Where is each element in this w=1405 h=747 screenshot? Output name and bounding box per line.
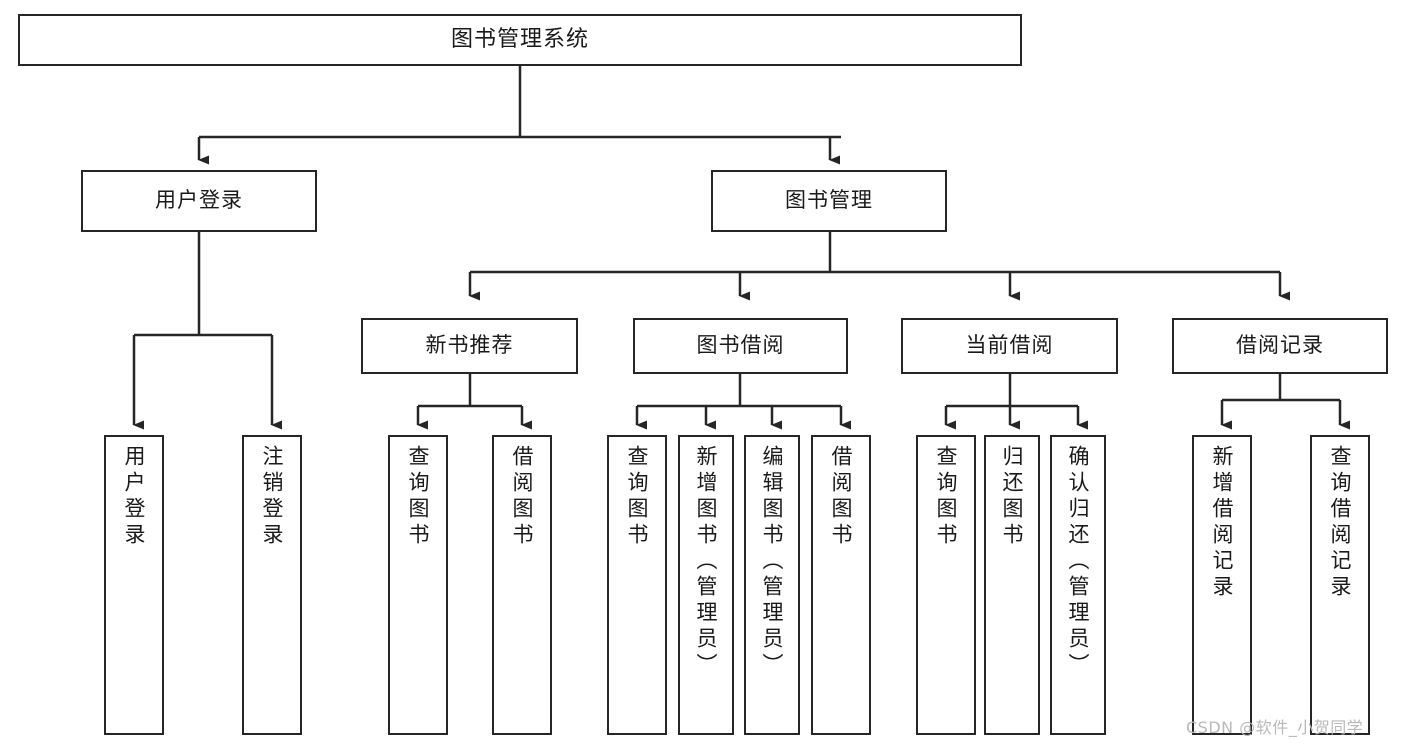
node-label: 归还图书 <box>1000 445 1025 549</box>
leaf-borrow-record-add-record[interactable]: 新增借阅记录 <box>1192 435 1252 735</box>
node-borrow-record[interactable]: 借阅记录 <box>1172 318 1388 374</box>
node-label: 图书管理系统 <box>450 26 589 52</box>
node-label: 用户登录 <box>155 188 243 213</box>
node-label: 新增图书（管理员） <box>694 445 719 679</box>
leaf-current-borrow-query-books[interactable]: 查询图书 <box>916 435 976 735</box>
node-current-borrow[interactable]: 当前借阅 <box>901 318 1118 374</box>
node-label: 编辑图书（管理员） <box>760 445 785 679</box>
leaf-current-borrow-return-books[interactable]: 归还图书 <box>984 435 1040 735</box>
node-label: 注销登录 <box>260 445 285 549</box>
node-label: 查询图书 <box>934 445 959 549</box>
node-label: 借阅记录 <box>1236 333 1324 358</box>
node-label: 新书推荐 <box>425 333 514 358</box>
leaf-book-borrow-edit-book-admin[interactable]: 编辑图书（管理员） <box>744 435 800 735</box>
leaf-book-borrow-borrow-books[interactable]: 借阅图书 <box>811 435 871 735</box>
node-label: 图书管理 <box>785 188 873 213</box>
leaf-new-book-query-books[interactable]: 查询图书 <box>388 435 448 735</box>
leaf-book-borrow-add-book-admin[interactable]: 新增图书（管理员） <box>678 435 734 735</box>
node-label: 用户登录 <box>122 445 147 549</box>
node-label: 借阅图书 <box>829 445 854 549</box>
node-label: 借阅图书 <box>510 445 535 549</box>
node-user-login[interactable]: 用户登录 <box>81 170 317 232</box>
node-book-borrow[interactable]: 图书借阅 <box>633 318 848 374</box>
node-label: 查询图书 <box>625 445 650 549</box>
node-root-book-management-system[interactable]: 图书管理系统 <box>18 14 1022 66</box>
leaf-user-login-signout[interactable]: 注销登录 <box>242 435 302 735</box>
leaf-user-login-signin[interactable]: 用户登录 <box>104 435 164 735</box>
node-label: 当前借阅 <box>965 333 1054 358</box>
leaf-new-book-borrow-books[interactable]: 借阅图书 <box>492 435 552 735</box>
node-label: 图书借阅 <box>696 333 785 358</box>
csdn-watermark: CSDN @软件_小贺同学 <box>1186 718 1364 737</box>
node-label: 查询借阅记录 <box>1328 445 1353 601</box>
node-label: 查询图书 <box>406 445 431 549</box>
node-new-book-recommend[interactable]: 新书推荐 <box>361 318 578 374</box>
leaf-book-borrow-query-books[interactable]: 查询图书 <box>607 435 667 735</box>
node-label: 确认归还（管理员） <box>1066 445 1091 679</box>
node-label: 新增借阅记录 <box>1210 445 1235 601</box>
leaf-borrow-record-query-record[interactable]: 查询借阅记录 <box>1310 435 1370 735</box>
leaf-current-borrow-confirm-return-admin[interactable]: 确认归还（管理员） <box>1050 435 1106 735</box>
node-book-management[interactable]: 图书管理 <box>711 170 947 232</box>
